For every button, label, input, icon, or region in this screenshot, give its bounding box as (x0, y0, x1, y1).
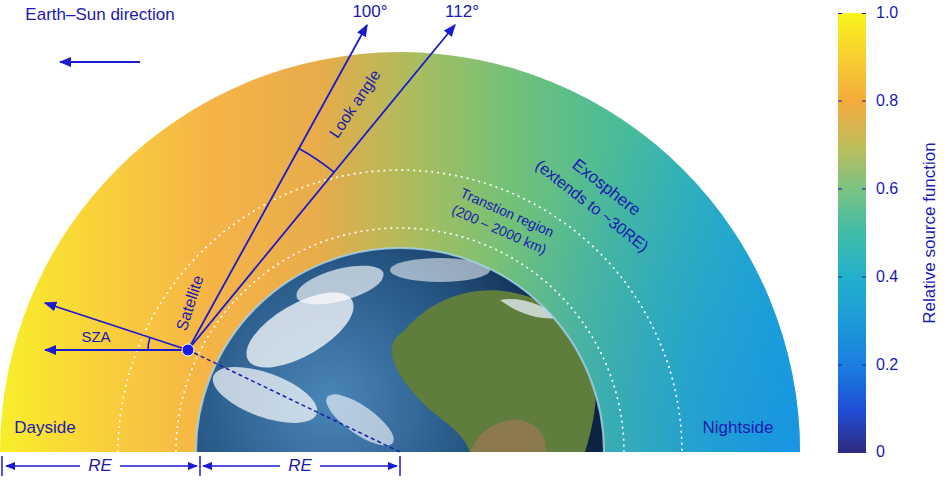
angle-arc (299, 149, 334, 173)
scale-arrow (6, 465, 80, 467)
look-line (188, 25, 455, 350)
direction-label: Earth–Sun direction (25, 6, 174, 25)
scale-tick (1, 456, 3, 476)
scale-label: RE (288, 457, 312, 476)
axis-title: Relative source function (921, 142, 940, 323)
angle-label: Look angle (326, 67, 384, 142)
exosphere-band (0, 52, 800, 452)
tick-label: 0.8 (876, 92, 898, 110)
sun-arrow (45, 349, 188, 351)
earth-surface (206, 258, 596, 455)
nightside-shade (0, 52, 800, 452)
cloud (292, 258, 387, 312)
colour-bar (838, 13, 866, 453)
angle-value: 112° (445, 3, 479, 22)
cloud (319, 386, 401, 455)
colour-bar-ticks (838, 14, 866, 453)
scale-tick (399, 456, 401, 476)
angle-arc (148, 338, 150, 351)
earth-limb (196, 248, 604, 452)
cloud (206, 356, 324, 435)
angle-label: SZA (81, 329, 110, 346)
scale-tick (199, 456, 201, 476)
satellite-dot (182, 344, 194, 356)
continent (392, 290, 596, 452)
side-label: Nightside (703, 419, 774, 438)
tick-label: 1.0 (876, 4, 898, 22)
tick-label: 0.4 (876, 268, 898, 286)
scale-arrow (320, 465, 397, 467)
radius-line (188, 350, 400, 452)
sun-arrow (45, 303, 188, 350)
side-label: Dayside (14, 419, 75, 438)
look-line (188, 25, 367, 350)
sun-direction-arrow (60, 61, 140, 63)
angle-value: 100° (352, 3, 387, 22)
tick-label: 0 (876, 443, 885, 461)
tick-label: 0.2 (876, 356, 898, 374)
tick-label: 0.6 (876, 180, 898, 198)
scale-arrow (120, 465, 197, 467)
scale-label: RE (88, 457, 112, 476)
satellite-label: Satellite (173, 273, 207, 333)
earth-disk (196, 248, 604, 452)
continent (470, 420, 546, 452)
inner-boundary (176, 228, 624, 452)
scale-arrow (203, 465, 280, 467)
